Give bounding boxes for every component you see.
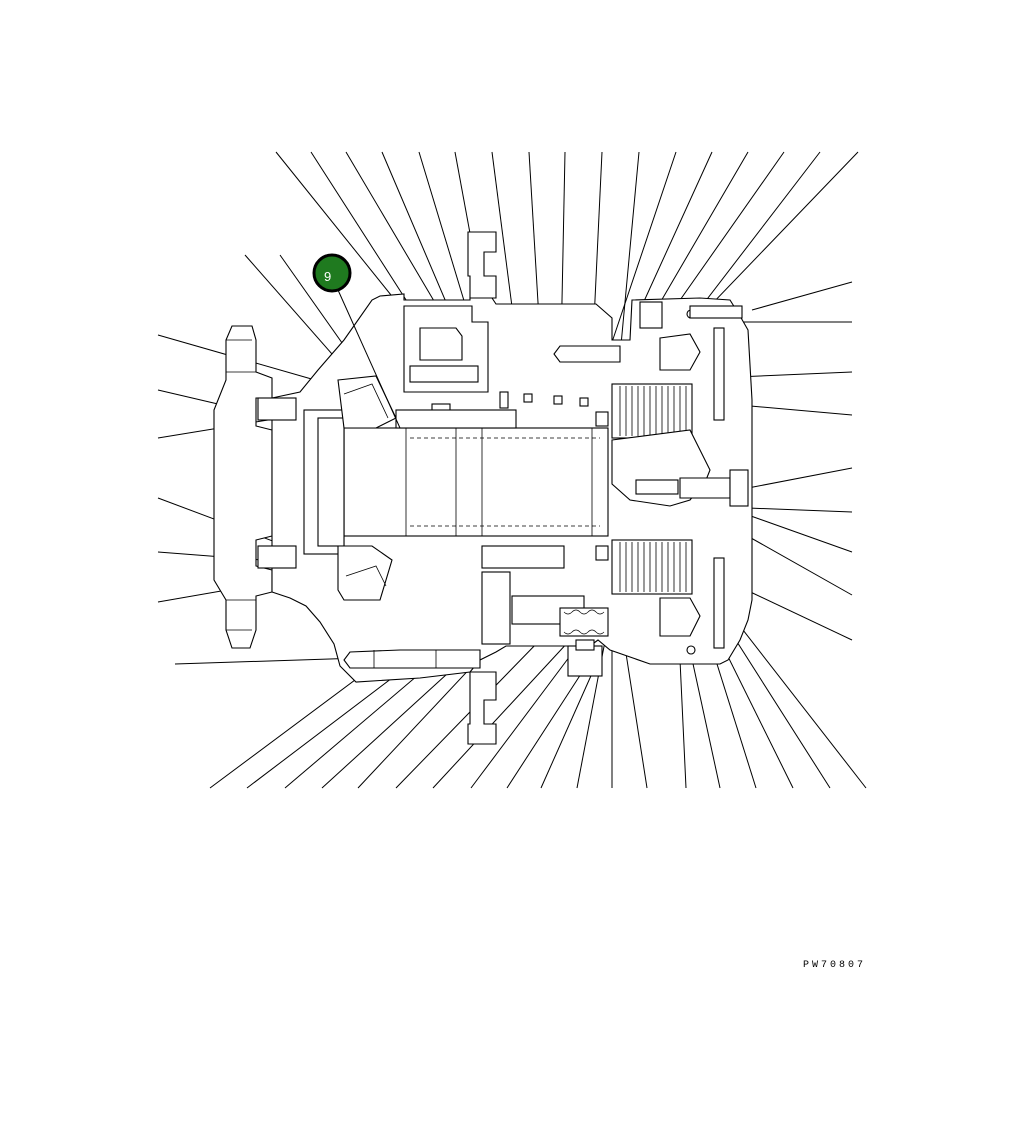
fittings	[499, 391, 609, 561]
valve-assembly	[343, 345, 621, 677]
callout-label: 9	[324, 269, 331, 284]
gear-block	[395, 305, 517, 429]
bearings	[257, 375, 397, 601]
callout-9[interactable]: 9	[312, 253, 401, 429]
brake-discs	[611, 301, 749, 655]
callout-circle[interactable]	[312, 253, 352, 293]
shaft	[303, 409, 609, 555]
drawing-code: PW70807	[803, 960, 867, 971]
